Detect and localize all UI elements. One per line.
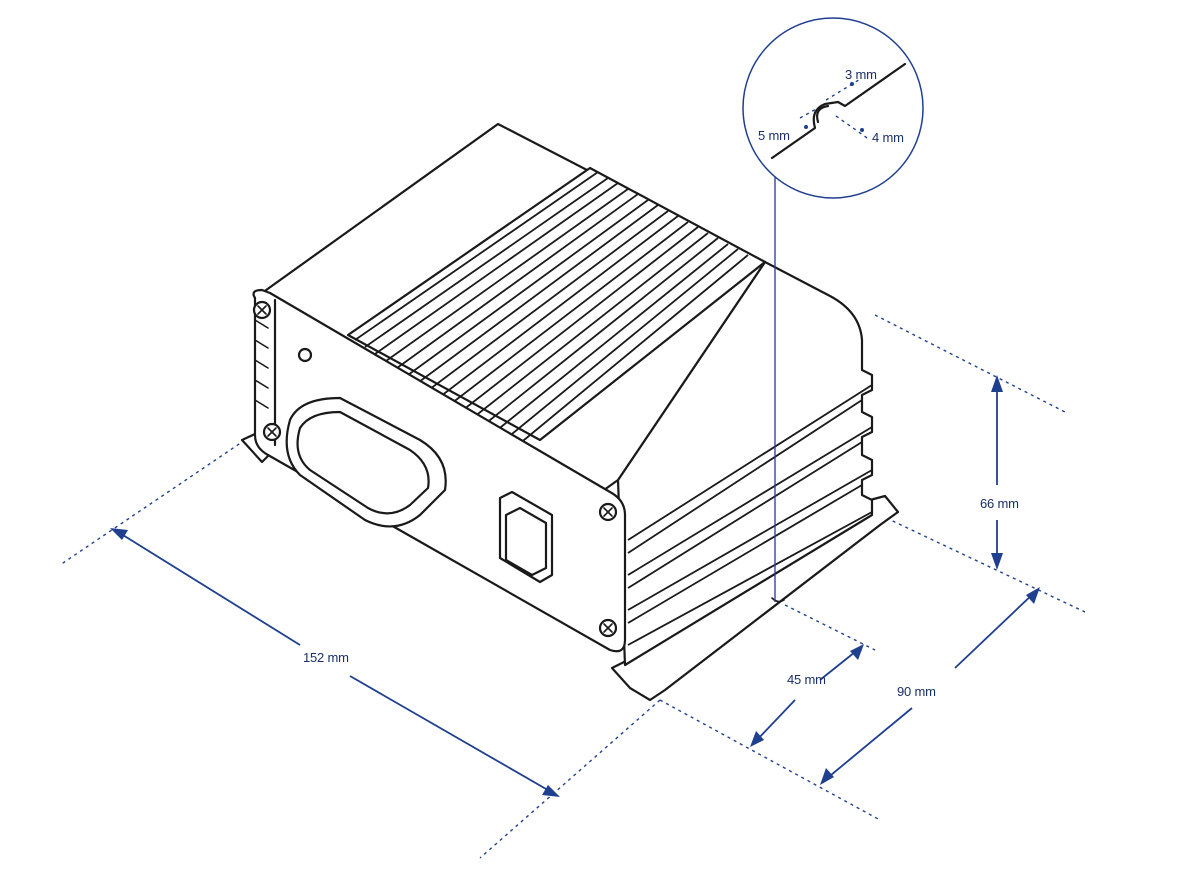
screw-icons (252, 300, 618, 638)
dim-arrow-152 (110, 528, 560, 797)
dim-arrow-66 (991, 375, 1003, 570)
dim-arrow-45 (750, 644, 864, 747)
label-66mm: 66 mm (980, 496, 1019, 511)
label-4mm: 4 mm (872, 130, 904, 145)
dim-arrow-90 (820, 587, 1040, 785)
label-5mm: 5 mm (758, 128, 790, 143)
rocker-switch-icon (498, 490, 554, 584)
extension-lines (59, 314, 1086, 859)
label-3mm: 3 mm (845, 67, 877, 82)
label-152mm: 152 mm (303, 650, 349, 665)
detail-callout (742, 17, 924, 602)
top-heatsink (253, 122, 767, 492)
power-inlet-icon (285, 396, 447, 528)
side-fins (616, 260, 874, 667)
label-45mm: 45 mm (787, 672, 826, 687)
label-90mm: 90 mm (897, 684, 936, 699)
